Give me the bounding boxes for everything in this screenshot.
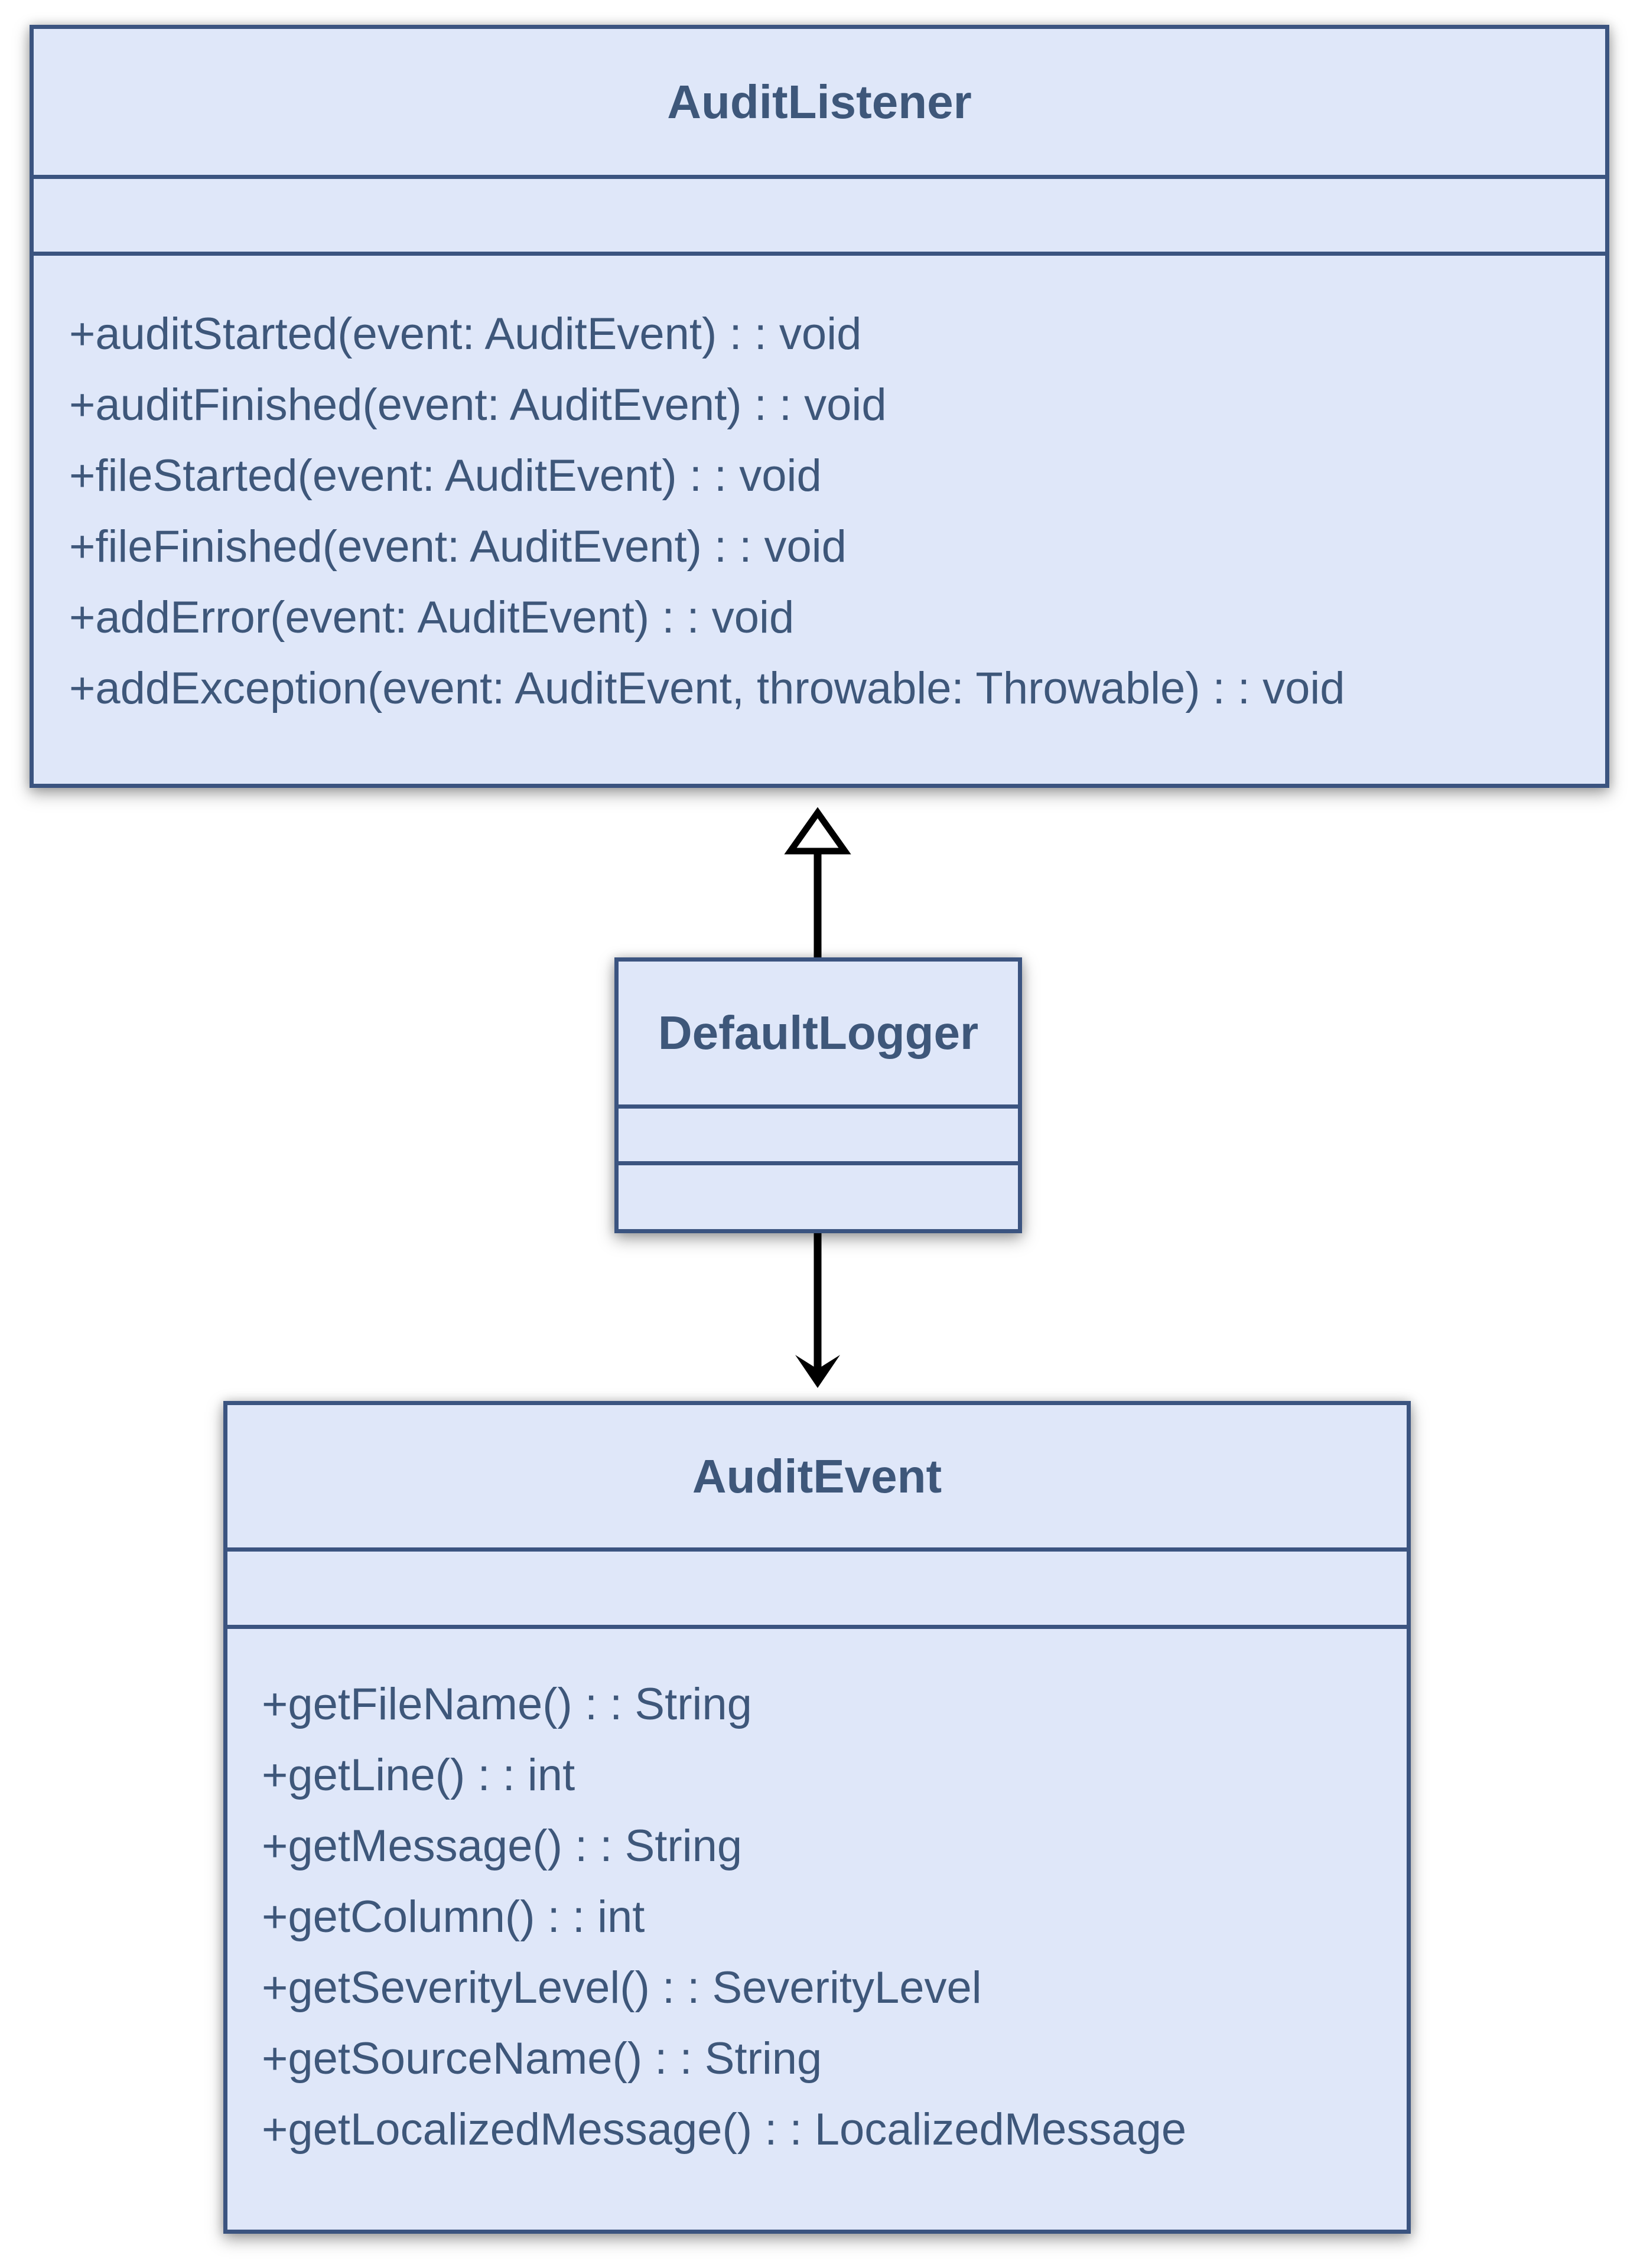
method-row: +getLine() : : int xyxy=(262,1750,575,1800)
class-title-auditlistener: AuditListener xyxy=(34,29,1605,179)
method-row: +fileStarted(event: AuditEvent) : : void xyxy=(69,451,822,501)
method-row: +auditStarted(event: AuditEvent) : : voi… xyxy=(69,309,862,359)
class-box-auditevent: AuditEvent +getFileName() : : String +ge… xyxy=(223,1401,1411,2234)
methods-compartment-defaultlogger xyxy=(619,1165,1018,1229)
attributes-compartment-auditevent xyxy=(227,1552,1407,1629)
methods-compartment-auditlistener: +auditStarted(event: AuditEvent) : : voi… xyxy=(34,256,1605,784)
method-row: +getLocalizedMessage() : : LocalizedMess… xyxy=(262,2104,1187,2155)
attributes-compartment-auditlistener xyxy=(34,179,1605,256)
method-row: +getSourceName() : : String xyxy=(262,2034,822,2084)
filled-stealth-arrowhead xyxy=(795,1355,840,1388)
method-row: +getMessage() : : String xyxy=(262,1821,743,1871)
class-box-auditlistener: AuditListener +auditStarted(event: Audit… xyxy=(30,25,1609,788)
method-row: +addError(event: AuditEvent) : : void xyxy=(69,592,795,643)
attributes-compartment-defaultlogger xyxy=(619,1109,1018,1165)
class-title-auditevent: AuditEvent xyxy=(227,1405,1407,1552)
method-row: +getFileName() : : String xyxy=(262,1679,752,1729)
hollow-triangle-arrowhead xyxy=(784,807,851,855)
method-row: +fileFinished(event: AuditEvent) : : voi… xyxy=(69,522,847,572)
method-row: +auditFinished(event: AuditEvent) : : vo… xyxy=(69,380,887,430)
class-title-defaultlogger: DefaultLogger xyxy=(619,962,1018,1109)
realization-arrow xyxy=(784,807,851,957)
method-row: +getColumn() : : int xyxy=(262,1892,645,1942)
methods-compartment-auditevent: +getFileName() : : String +getLine() : :… xyxy=(227,1629,1407,2230)
class-box-defaultlogger: DefaultLogger xyxy=(614,957,1022,1233)
method-row: +addException(event: AuditEvent, throwab… xyxy=(69,663,1345,713)
association-arrow xyxy=(795,1233,840,1388)
method-row: +getSeverityLevel() : : SeverityLevel xyxy=(262,1963,982,2013)
